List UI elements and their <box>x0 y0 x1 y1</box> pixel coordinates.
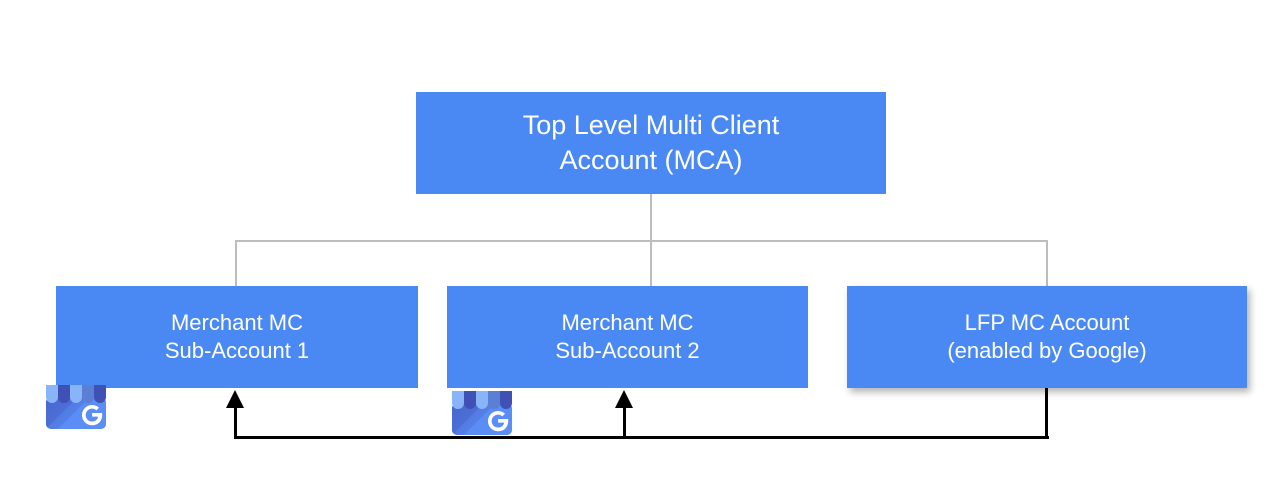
node-merchant-sub-account-1-line1: Merchant MC <box>170 309 304 335</box>
google-my-business-icon <box>46 385 106 429</box>
node-lfp-mc-account[interactable]: LFP MC Account (enabled by Google) <box>847 286 1247 388</box>
node-merchant-sub-account-1-text: Merchant MC Sub-Account 1 <box>56 309 418 365</box>
connector-drop-sub1 <box>235 240 237 288</box>
node-lfp-mc-account-line2: (enabled by Google) <box>947 338 1147 363</box>
feed-arrowhead-sub2 <box>615 390 633 408</box>
node-merchant-sub-account-2-line2: Sub-Account 2 <box>555 338 700 363</box>
connector-drop-sub2 <box>650 240 652 288</box>
connector-top-stem <box>650 194 652 242</box>
node-merchant-sub-account-1[interactable]: Merchant MC Sub-Account 1 <box>56 286 418 388</box>
node-top-level-mca[interactable]: Top Level Multi Client Account (MCA) <box>416 92 886 194</box>
google-g-glyph <box>82 405 103 426</box>
feed-arrow-riser-lfp <box>1045 388 1048 439</box>
node-merchant-sub-account-1-line2: Sub-Account 1 <box>164 338 310 363</box>
node-top-level-mca-line1: Top Level Multi Client <box>522 110 780 141</box>
feed-arrow-shaft-sub2 <box>623 404 626 439</box>
feed-arrow-shaft-sub1 <box>234 404 237 439</box>
google-my-business-icon <box>452 391 512 435</box>
node-merchant-sub-account-2-text: Merchant MC Sub-Account 2 <box>447 309 808 365</box>
connector-drop-lfp <box>1046 240 1048 288</box>
feed-arrow-horizontal <box>234 436 1049 439</box>
node-merchant-sub-account-2-line1: Merchant MC <box>561 309 694 335</box>
google-g-glyph <box>488 411 509 432</box>
node-top-level-mca-text: Top Level Multi Client Account (MCA) <box>416 108 886 177</box>
connector-horizontal-bus <box>235 240 1048 242</box>
feed-arrowhead-sub1 <box>226 390 244 408</box>
node-lfp-mc-account-line1: LFP MC Account <box>964 309 1130 335</box>
node-lfp-mc-account-text: LFP MC Account (enabled by Google) <box>847 309 1247 365</box>
node-top-level-mca-line2: Account (MCA) <box>559 145 743 175</box>
node-merchant-sub-account-2[interactable]: Merchant MC Sub-Account 2 <box>447 286 808 388</box>
